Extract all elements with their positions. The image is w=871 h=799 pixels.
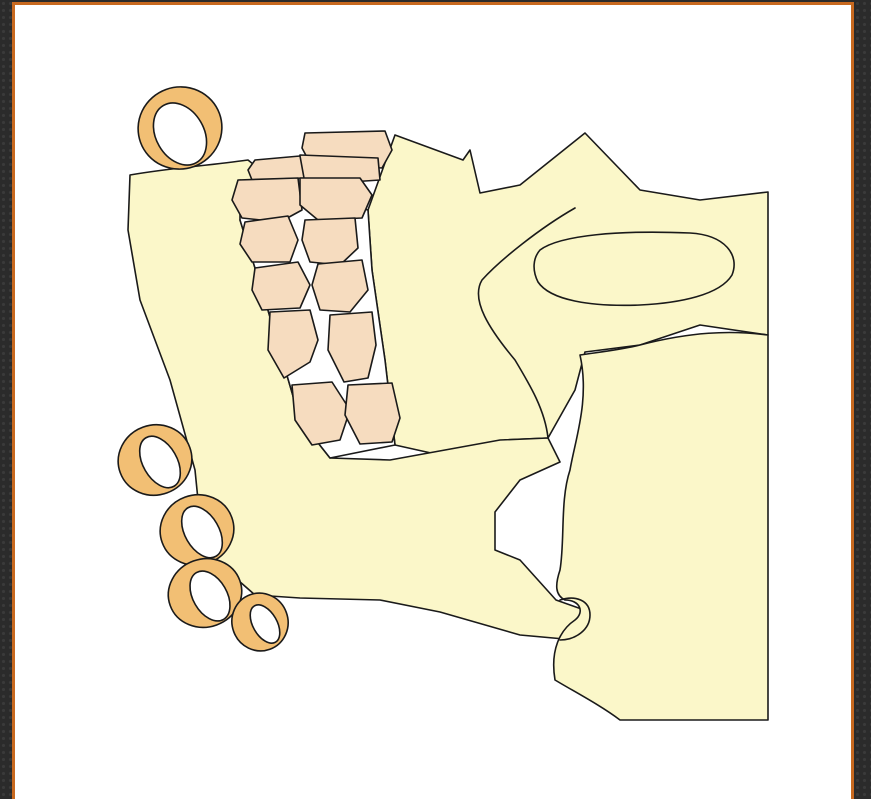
tooth [252, 262, 310, 310]
tooth [232, 178, 302, 222]
tooth [240, 216, 298, 262]
tooth [300, 178, 372, 220]
tooth [248, 156, 304, 180]
orbit-oval [534, 232, 734, 305]
cervical-bone [554, 332, 768, 720]
